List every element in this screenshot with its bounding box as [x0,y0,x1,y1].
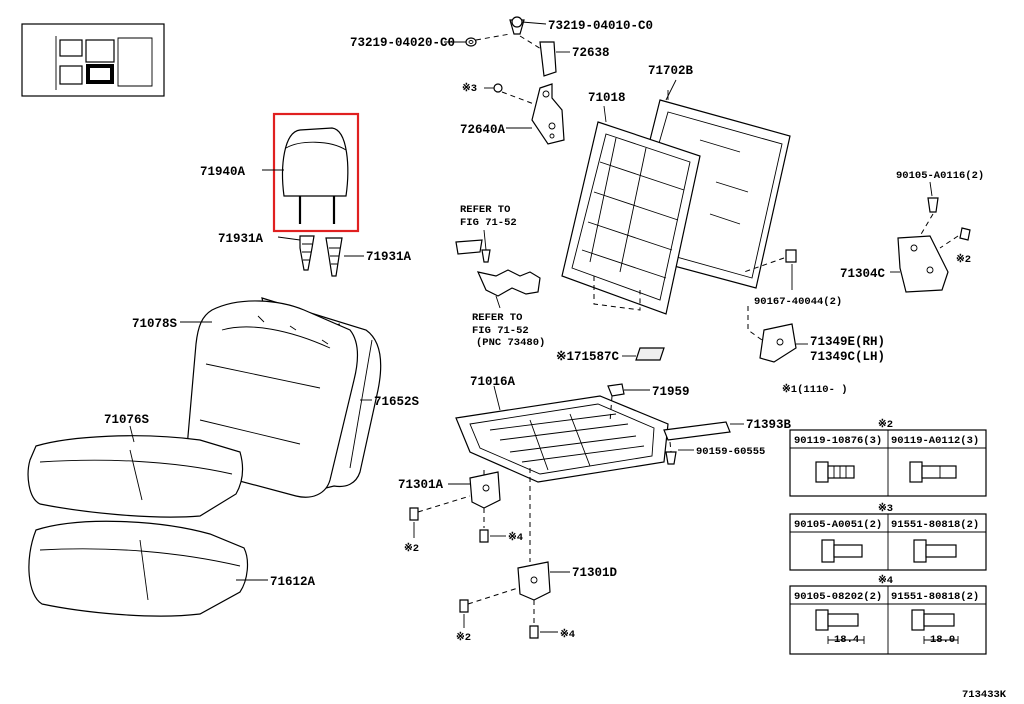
label-71959: 71959 [652,385,690,399]
seatback-cover-71078s: 71652S 71078S [132,297,420,498]
bolt-icon [909,461,957,483]
label-90105-A0116: 90105-A0116(2) [896,170,984,182]
label-71304C: 71304C [840,267,886,281]
ref-mark-2-bracket: ※2 [956,253,971,266]
table-2-col-1: 90119-10876(3) [794,435,882,447]
fastener-table-3: ※3 90105-A0051(2) 91551-80818(2) [789,502,987,571]
bolt-icon [913,539,957,563]
drawing-code: 713433K [962,689,1007,701]
fastener-table-4: ※4 90105-08202(2) 91551-80818(2) 18.4 18… [789,574,987,655]
refer-note-2-line3: (PNC 73480) [476,337,545,349]
bolt-icon [815,609,865,644]
label-71301A: 71301A [398,478,444,492]
label-90159-60555: 90159-60555 [696,446,765,458]
ref-mark-2-b: ※2 [456,631,471,644]
refer-note-1-line1: REFER TO [460,204,510,216]
table-2-title: ※2 [878,418,893,431]
seat-location-thumbnail-icon [21,23,165,97]
ref-mark-4-a: ※4 [508,531,523,544]
refer-note-1-line2: FIG 71-52 [460,217,517,229]
headrest-guides-71931a: 71931A 71931A [218,232,412,277]
label-ref1-range: ※1(1110- ) [782,383,848,396]
table-4-col-1: 90105-08202(2) [794,591,882,603]
table-4-dim-2: 18.0 [930,634,955,646]
headrest-71940a: 71940A [200,112,360,233]
refer-note-2-line2: FIG 71-52 [472,325,529,337]
top-fasteners-group: 73219-04010-C0 73219-04020-C0 72638 ※3 7… [350,16,653,145]
label-71016A: 71016A [470,375,516,389]
bolt-icon [821,539,863,563]
label-71612A: 71612A [270,575,316,589]
label-71301D: 71301D [572,566,618,580]
label-72640A: 72640A [460,123,506,137]
seatback-frame-71018: 71702B 71018 [561,64,791,315]
ref-mark-4-b: ※4 [560,628,575,641]
table-3-title: ※3 [878,502,893,515]
ref-mark-3: ※3 [462,82,477,95]
label-90167-40044: 90167-40044(2) [754,296,842,308]
label-71018: 71018 [588,91,626,105]
table-2-col-2: 90119-A0112(3) [891,435,979,447]
bolt-icon [815,461,855,483]
table-4-dim-1: 18.4 [834,634,859,646]
hinge-cover-71349: 90167-40044(2) 71349E(RH) 71349C(LH) [743,249,885,364]
label-71349C: 71349C(LH) [810,350,885,364]
label-71702B: 71702B [648,64,694,78]
label-71931A-left: 71931A [218,232,264,246]
pad-71587c: ※171587C ※1(1110- ) [556,347,848,396]
table-4-col-2: 91551-80818(2) [891,591,979,603]
label-73219-04020: 73219-04020-C0 [350,36,455,50]
label-71587C: ※171587C [556,349,619,364]
table-3-col-2: 91551-80818(2) [891,519,979,531]
label-71349E: 71349E(RH) [810,335,885,349]
label-71931A-right: 71931A [366,250,412,264]
bracket-71304c: 90105-A0116(2) ※2 71304C [840,170,984,293]
label-71078S: 71078S [132,317,178,331]
label-72638: 72638 [572,46,610,60]
label-71393B: 71393B [746,418,792,432]
headrest-highlight-box [272,112,360,233]
seat-cushion-71076s: 71076S 71612A [27,413,316,617]
table-3-col-1: 90105-A0051(2) [794,519,882,531]
label-71652S: 71652S [374,395,420,409]
fastener-table-2: ※2 90119-10876(3) 90119-A0112(3) [789,418,987,497]
refer-note-2-line1: REFER TO [472,312,522,324]
label-71940A: 71940A [200,165,246,179]
table-4-title: ※4 [878,574,893,587]
bolt-icon [911,609,959,644]
ref-mark-2-a: ※2 [404,542,419,555]
brackets-71301: 71301A ※2 ※4 71301D ※2 ※4 [398,468,618,644]
cushion-frame-71016a: 71016A 71959 71393B 90159-60555 [455,375,792,483]
belt-buckle-reference: REFER TO FIG 71-52 REFER TO FIG 71-52 (P… [455,204,545,349]
label-73219-04010: 73219-04010-C0 [548,19,653,33]
label-71076S: 71076S [104,413,150,427]
